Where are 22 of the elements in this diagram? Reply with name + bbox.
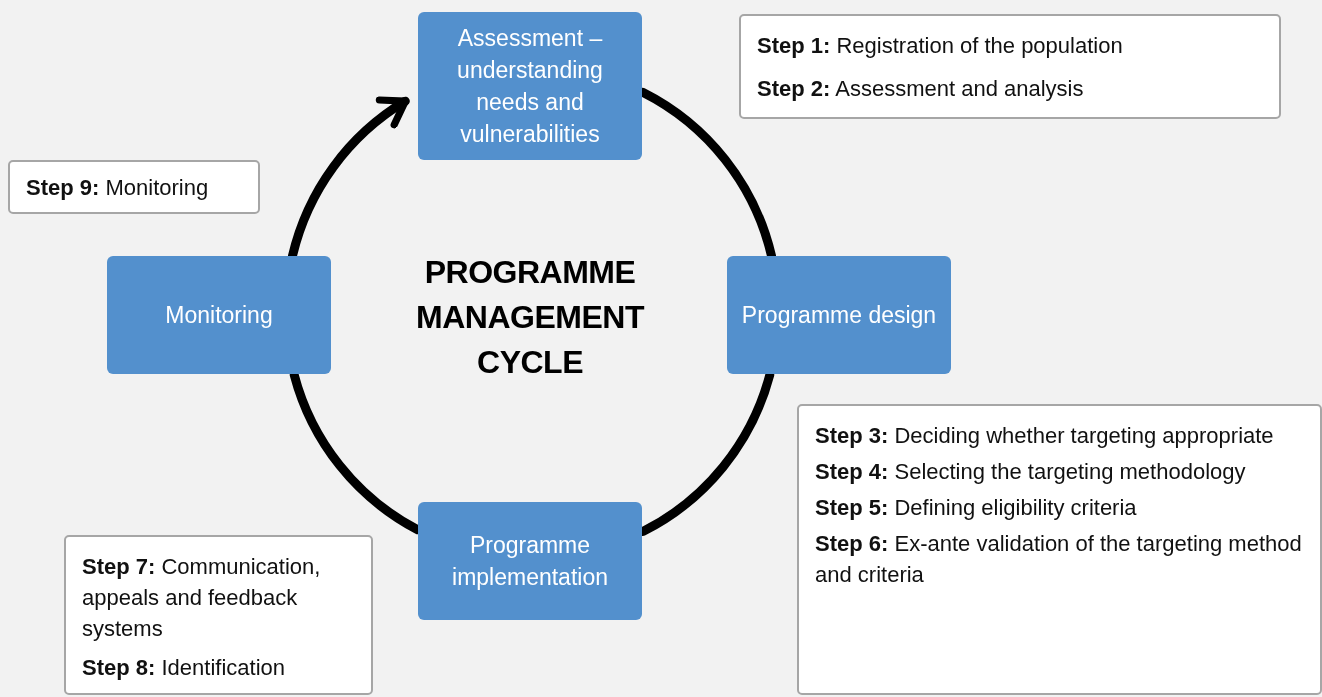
diagram-title: PROGRAMME MANAGEMENT CYCLE bbox=[415, 253, 646, 382]
step-text: Step 6: Ex-ante validation of the targeting method and criteria bbox=[815, 530, 1303, 589]
steps-box bbox=[797, 404, 1322, 695]
stage-box bbox=[107, 256, 331, 374]
step-text: Step 1: Registration of the population bbox=[757, 32, 1124, 60]
steps-box bbox=[739, 14, 1281, 119]
step-text: Step 4: Selecting the targeting methodology bbox=[815, 458, 1247, 486]
stage-label: Monitoring bbox=[165, 301, 273, 330]
stage-box bbox=[418, 12, 642, 160]
steps-box bbox=[64, 535, 373, 695]
stage-box bbox=[727, 256, 951, 374]
steps-box bbox=[8, 160, 260, 214]
step-text: Step 8: Identification bbox=[82, 654, 286, 682]
step-text: Step 5: Defining eligibility criteria bbox=[815, 494, 1138, 522]
stage-label: Programme implementation bbox=[451, 531, 609, 592]
step-text: Step 7: Communication, appeals and feedback systems bbox=[82, 553, 322, 643]
step-text: Step 2: Assessment and analysis bbox=[757, 75, 1085, 103]
stage-box bbox=[418, 502, 642, 620]
stage-label: Programme design bbox=[741, 301, 937, 330]
stage-label: Assessment – understanding needs and vulnerabilities bbox=[456, 24, 604, 149]
step-text: Step 3: Deciding whether targeting appropriate bbox=[815, 422, 1275, 450]
step-text: Step 9: Monitoring bbox=[26, 174, 210, 202]
